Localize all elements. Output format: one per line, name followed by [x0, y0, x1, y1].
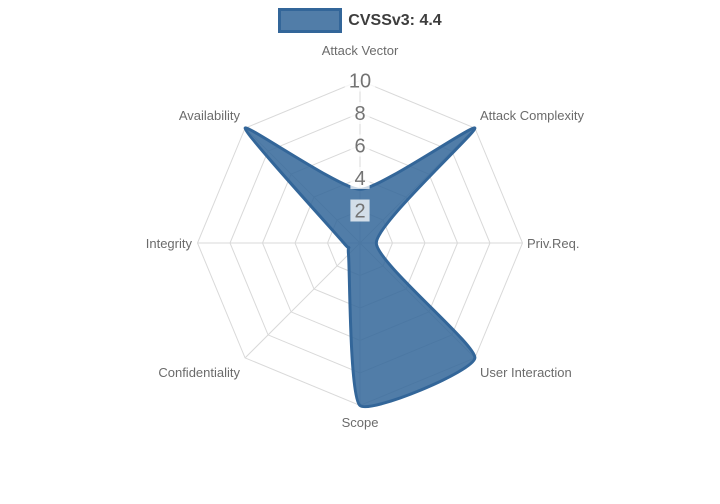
radial-tick-label-6: 6	[354, 136, 365, 158]
tick-backdrop-2	[350, 199, 370, 222]
radial-tick-label-4: 4	[354, 168, 365, 190]
radial-tick-label-2: 2	[354, 201, 365, 223]
axis-label-availability: Availability	[179, 108, 241, 123]
radar-series-polygon	[243, 126, 477, 409]
axis-label-attack-complexity: Attack Complexity	[480, 108, 585, 123]
radar-tick-group: 2 4 6 8 10	[344, 69, 376, 223]
radial-tick-label-10: 10	[349, 71, 371, 93]
legend-swatch	[278, 8, 343, 33]
axis-label-attack-vector: Attack Vector	[322, 43, 399, 58]
radial-tick-label-8: 8	[354, 103, 365, 125]
axis-label-user-interaction: User Interaction	[480, 365, 572, 380]
axis-label-confidentiality: Confidentiality	[158, 365, 240, 380]
tick-backdrop-4	[350, 167, 370, 189]
tick-backdrop-10	[344, 69, 376, 92]
tick-backdrop-6	[350, 134, 370, 157]
legend-label: CVSSv3: 4.4	[348, 11, 442, 29]
axis-label-priv-req: Priv.Req.	[527, 236, 580, 251]
axis-label-scope: Scope	[342, 415, 379, 430]
axis-line-confidentiality	[244, 242, 361, 359]
tick-backdrop-8	[350, 102, 370, 124]
radar-series-group	[243, 126, 477, 409]
legend[interactable]: CVSSv3: 4.4	[0, 8, 720, 33]
axis-label-integrity: Integrity	[146, 236, 193, 251]
